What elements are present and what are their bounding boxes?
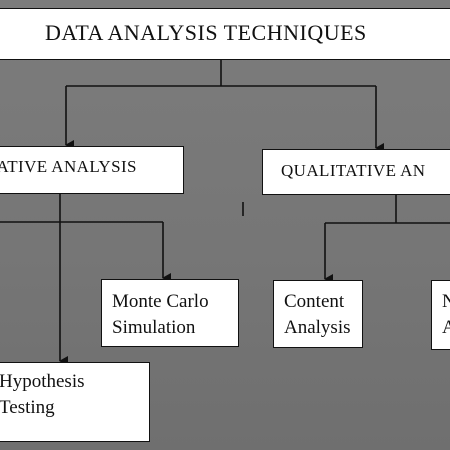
content-analysis-label: Content Analysis	[284, 291, 351, 338]
quantitative-analysis-box: ITATIVE ANALYSIS	[0, 146, 184, 194]
quantitative-analysis-label: ITATIVE ANALYSIS	[0, 157, 137, 176]
content-analysis-box: Content Analysis	[273, 280, 363, 348]
root-node-box: DATA ANALYSIS TECHNIQUES	[0, 8, 450, 60]
qualitative-analysis-box: QUALITATIVE AN	[262, 149, 450, 195]
hypothesis-testing-label: Hypothesis Testing	[0, 371, 85, 418]
partial-node-label: N A	[442, 289, 450, 340]
hypothesis-testing-box: Hypothesis Testing	[0, 362, 150, 442]
monte-carlo-label: Monte Carlo Simulation	[112, 291, 209, 338]
monte-carlo-box: Monte Carlo Simulation	[101, 279, 239, 347]
partial-node-box: N A	[431, 280, 450, 350]
root-node-label: DATA ANALYSIS TECHNIQUES	[45, 20, 367, 45]
qualitative-analysis-label: QUALITATIVE AN	[281, 161, 426, 180]
